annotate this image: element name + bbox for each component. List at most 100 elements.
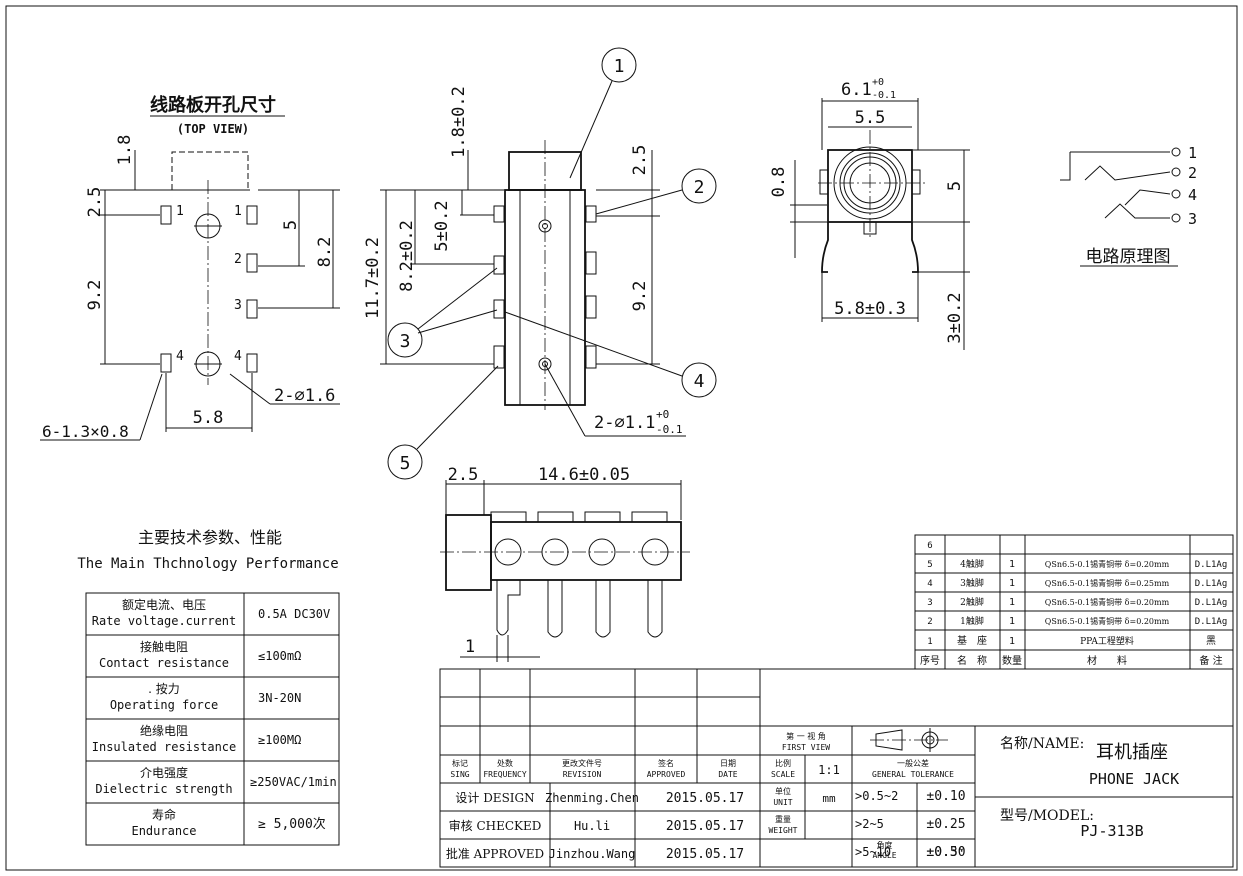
dim-side-8-2: 8.2±0.2 xyxy=(397,220,417,292)
bom-header-qty: 数量 xyxy=(1002,654,1022,667)
dim-pads: 6-1.3×0.8 xyxy=(42,422,129,441)
dim-front-3: 3±0.2 xyxy=(945,292,965,343)
pad-label-1a: 1 xyxy=(176,204,184,219)
perf-row-value: 0.5A DC30V xyxy=(258,607,330,621)
caption-date-cn: 日期 xyxy=(720,759,736,768)
first-view-en: FIRST VIEW xyxy=(782,743,830,752)
bom-header-note: 备 注 xyxy=(1199,654,1222,667)
caption-freq-en: FREQUENCY xyxy=(483,770,527,779)
bom-note: 黑 xyxy=(1206,635,1216,647)
performance-title-en: The Main Thchnology Performance xyxy=(77,556,338,572)
bom-no: 1 xyxy=(927,637,932,647)
perf-row-label-cn: 介电强度 xyxy=(140,765,188,780)
balloon-3 xyxy=(387,322,423,358)
svg-text:-0.1: -0.1 xyxy=(872,90,896,101)
pad-1b xyxy=(246,205,258,225)
dim-5: 5 xyxy=(281,220,301,230)
performance-section: 主要技术参数、性能 The Main Thchnology Performanc… xyxy=(77,528,340,846)
dim-front-5-8: 5.8±0.3 xyxy=(834,299,906,319)
caption-gt-cn: 一般公差 xyxy=(897,758,929,768)
svg-text:+0: +0 xyxy=(656,408,669,421)
dim-5-8: 5.8 xyxy=(193,408,224,428)
perf-row-value: 3N-20N xyxy=(258,691,301,705)
design-date: 2015.05.17 xyxy=(666,791,744,806)
bom-no: 3 xyxy=(927,598,932,608)
unit-value: mm xyxy=(822,792,836,805)
first-view-cn: 第 一 视 角 xyxy=(786,731,826,741)
dim-side-1-8: 1.8±0.2 xyxy=(449,86,469,158)
tol-range: >5~10 xyxy=(855,845,891,859)
pad-label-1b: 1 xyxy=(234,204,242,219)
approved-date: 2015.05.17 xyxy=(666,847,744,862)
perf-row-value: ≥250VAC/1min xyxy=(250,775,337,789)
dim-2-5: 2.5 xyxy=(85,187,105,218)
bom-qty: 1 xyxy=(1009,616,1015,627)
caption-scale-en: SCALE xyxy=(771,770,795,779)
dim-side-5: 5±0.2 xyxy=(432,200,452,251)
bom-note: D.L1Ag xyxy=(1195,598,1228,608)
bom-material: PPA工程塑料 xyxy=(1080,635,1134,647)
schematic-pin-2: 2 xyxy=(1188,164,1197,182)
perf-row-label-cn: 额定电流、电压 xyxy=(122,597,206,612)
bom-name: 2触脚 xyxy=(960,596,984,608)
perf-row-label-en: Endurance xyxy=(131,824,196,838)
caption-unit-en: UNIT xyxy=(773,798,792,807)
perf-row-label-en: Insulated resistance xyxy=(92,740,237,754)
bom-header-name: 名 称 xyxy=(957,654,987,667)
caption-weight-cn: 重量 xyxy=(775,814,791,824)
caption-scale-cn: 比例 xyxy=(775,758,791,768)
bom-no: 2 xyxy=(927,617,932,627)
bom-qty: 1 xyxy=(1009,597,1015,608)
dim-bottom-14-6: 14.6±0.05 xyxy=(538,465,630,485)
balloon-2 xyxy=(681,168,717,204)
svg-text:-0.1: -0.1 xyxy=(656,423,683,436)
hole-view-title: 线路板开孔尺寸 xyxy=(150,94,276,116)
caption-sign-en: SING xyxy=(450,770,469,779)
part-name-cn: 耳机插座 xyxy=(1096,742,1168,763)
schematic-pin-1: 1 xyxy=(1188,144,1197,162)
scale-value: 1:1 xyxy=(818,763,840,777)
svg-text:2: 2 xyxy=(694,177,705,198)
bom-qty: 1 xyxy=(1009,559,1015,570)
dim-1-8: 1.8 xyxy=(115,135,135,166)
bom-qty: 1 xyxy=(1009,636,1015,647)
checked-date: 2015.05.17 xyxy=(666,819,744,834)
angle-caption-en: ANGLE xyxy=(872,851,897,860)
svg-text:1: 1 xyxy=(614,56,625,77)
dim-side-9-2: 9.2 xyxy=(630,281,650,312)
angle-tolerance: ±0.5° xyxy=(926,845,966,860)
dim-side-posts: 2-⌀1.1 xyxy=(594,413,655,433)
perf-row-label-cn: 接触电阻 xyxy=(140,639,188,654)
dim-front-0-8: 0.8 xyxy=(769,167,789,198)
dim-bottom-1: 1 xyxy=(465,637,475,657)
dim-bottom-2-5: 2.5 xyxy=(448,465,479,485)
bom-name: 基 座 xyxy=(957,634,987,647)
perf-row-label-cn: 绝缘电阻 xyxy=(140,723,188,738)
dim-8-2: 8.2 xyxy=(315,237,335,268)
angle-caption-cn: 角度 xyxy=(876,841,893,850)
part-name-en: PHONE JACK xyxy=(1089,770,1179,788)
tol-value: ±0.30 xyxy=(926,845,965,860)
bom-material: QSn6.5-0.1锡青铜带 δ=0.20mm xyxy=(1045,616,1170,626)
side-view: 1.8±0.2 11.7±0.2 8.2±0.2 5±0.2 2.5 9.2 1… xyxy=(363,47,717,480)
checked-name: Hu.li xyxy=(574,819,610,833)
pad-label-4b: 4 xyxy=(234,349,242,364)
bom-qty: 1 xyxy=(1009,578,1015,589)
projection-symbol-icon xyxy=(870,728,948,752)
balloon-1 xyxy=(601,47,637,83)
caption-rev-en: REVISION xyxy=(563,770,602,779)
schematic-pin-3: 3 xyxy=(1188,210,1197,228)
performance-title-cn: 主要技术参数、性能 xyxy=(138,528,282,547)
perf-row-label-en: Contact resistance xyxy=(99,656,229,670)
tol-range: >0.5~2 xyxy=(855,789,898,803)
tol-range: >2~5 xyxy=(855,817,884,831)
bom-material: QSn6.5-0.1锡青铜带 δ=0.20mm xyxy=(1045,597,1170,607)
pad-4a xyxy=(160,353,172,373)
perf-row-value: ≤100mΩ xyxy=(258,649,301,663)
caption-unit-cn: 单位 xyxy=(775,786,791,796)
dim-side-11-7: 11.7±0.2 xyxy=(363,237,383,319)
bom-note: D.L1Ag xyxy=(1195,617,1228,627)
dim-front-5: 5 xyxy=(945,181,965,191)
hole-layout-view: 线路板开孔尺寸 (TOP VIEW) 1 1 2 3 4 4 xyxy=(40,94,340,441)
